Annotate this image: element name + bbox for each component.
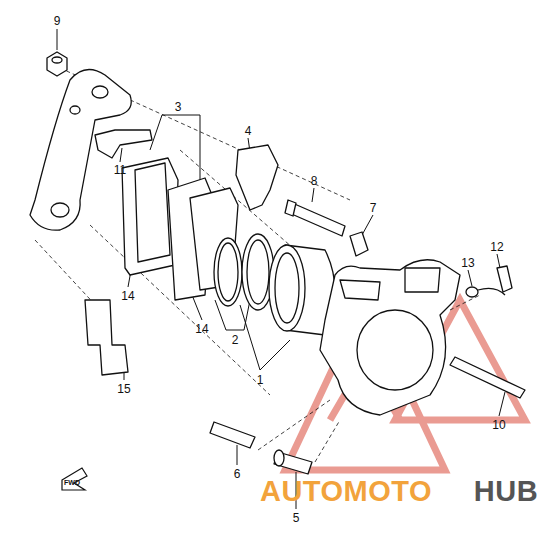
caliper-body (320, 260, 460, 415)
callout-number: 14 (195, 323, 208, 335)
callout-number: 12 (490, 241, 503, 253)
callout-number: 4 (245, 125, 252, 137)
callout-number: 13 (461, 257, 474, 269)
pad-spring (236, 145, 278, 210)
bleeder-valve (497, 266, 512, 292)
nut (47, 52, 67, 76)
callout-number: 7 (370, 202, 377, 214)
seal (214, 238, 242, 306)
parts (30, 52, 525, 474)
callout-number: 1 (257, 374, 264, 386)
callout-number: 8 (311, 175, 318, 187)
callout-number: 10 (492, 419, 505, 431)
bolt (210, 422, 255, 448)
callout-number: 5 (293, 512, 300, 524)
cap (350, 232, 368, 256)
watermark-text: HUB (474, 477, 538, 506)
long-pin (450, 357, 525, 398)
mounting-bolt (85, 300, 128, 375)
fwd-arrow (62, 468, 87, 490)
callout-number: 3 (175, 101, 182, 113)
callout-number: 15 (117, 383, 130, 395)
callout-number: 6 (234, 468, 241, 480)
callout-number: 11 (114, 164, 126, 176)
callout-number: 9 (54, 15, 61, 27)
fwd-label: FWD (64, 479, 80, 486)
callout-number: 14 (121, 290, 134, 302)
callout-number: 2 (232, 334, 239, 346)
pad-clip (95, 130, 152, 158)
bleeder-cap (466, 287, 478, 297)
assembly-lines (35, 68, 480, 462)
watermark-text: AUTOMOTO (260, 477, 432, 506)
